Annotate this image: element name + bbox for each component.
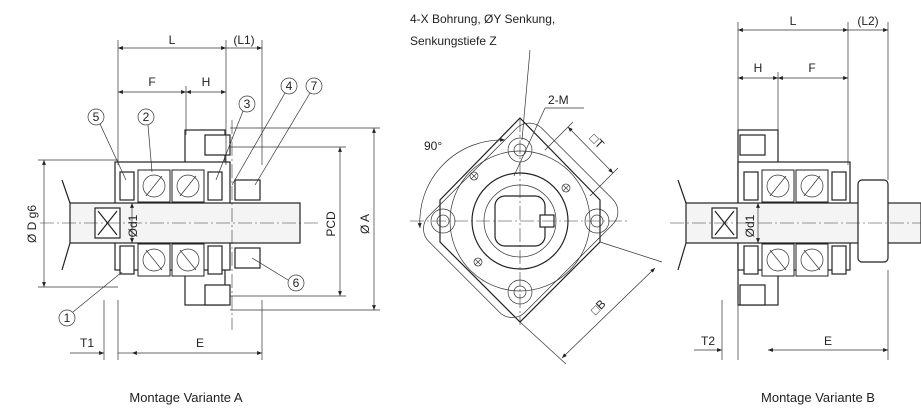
callout-3: 3 [244, 97, 251, 111]
shaft-break-a [61, 179, 71, 271]
flange-bolt-bottom-b [739, 284, 766, 306]
front-view: 90° 4-X Bohrung, ØY Senkung, Senkungstie… [410, 12, 663, 365]
dim-f-b: F [808, 61, 815, 75]
flange-bolt-top-b [739, 134, 766, 156]
collar-b [857, 179, 889, 263]
dim-h-a: H [202, 75, 211, 89]
thread-label: 2-M [548, 93, 569, 107]
bearing-top-b [761, 169, 829, 203]
view-a-callouts: 5 2 3 4 7 6 1 [58, 77, 323, 327]
shaft-break-b [677, 179, 687, 271]
caption-view-b: Montage Variante B [761, 390, 875, 405]
cover-seal-top-b [831, 171, 847, 201]
dim-t1-a: T1 [80, 336, 94, 350]
cover-seal-top-a [207, 171, 223, 201]
dim-d-a: Ø D g6 [25, 205, 39, 243]
hole-note-line2: Senkungstiefe Z [410, 34, 497, 48]
view-a-section [40, 120, 320, 330]
dim-d1-a: Ød1 [126, 214, 140, 237]
seal-top-a [119, 171, 135, 201]
view-b-dimensions: L (L2) H F Ød1 T2 E [694, 14, 889, 360]
caption-view-a: Montage Variante A [129, 390, 243, 405]
angle-label: 90° [424, 139, 442, 153]
view-b-section [670, 129, 921, 306]
dim-e-b: E [824, 334, 832, 348]
flange-bolt-bottom-a [204, 284, 231, 306]
dim-l-a: L [169, 33, 176, 47]
seal-bottom-b [743, 245, 759, 275]
bearing-bottom-b [761, 243, 829, 277]
dim-l2-b: (L2) [857, 14, 878, 28]
callout-7: 7 [311, 79, 318, 93]
view-a-dimensions: L (L1) F H Ø D g6 Ød1 PCD Ø A T1 E [25, 33, 380, 360]
seal-top-b [743, 171, 759, 201]
callout-1: 1 [64, 311, 71, 325]
dim-e-a: E [196, 336, 204, 350]
b-label: □B [588, 297, 609, 318]
callout-5: 5 [93, 110, 100, 124]
dim-l-b: L [790, 14, 797, 28]
dim-l1-a: (L1) [233, 33, 254, 47]
angle-arc [417, 137, 506, 229]
dim-h-b: H [754, 61, 763, 75]
bearing-top-a [137, 169, 205, 203]
callout-2: 2 [143, 110, 150, 124]
collar-bottom-a [234, 247, 261, 269]
callout-4: 4 [286, 79, 293, 93]
callout-6: 6 [293, 276, 300, 290]
dim-d1-b: Ød1 [743, 214, 757, 237]
dim-a-a: Ø A [358, 214, 372, 234]
dim-t2-b: T2 [701, 334, 715, 348]
cover-seal-bottom-b [831, 245, 847, 275]
dim-f-a: F [148, 75, 155, 89]
hole-note-line1: 4-X Bohrung, ØY Senkung, [410, 12, 555, 26]
collar-a [234, 179, 261, 201]
bearing-bottom-a [137, 243, 205, 277]
t-label: □T [587, 131, 608, 152]
cover-seal-bottom-a [207, 245, 223, 275]
seal-bottom-a [119, 245, 135, 275]
dim-pcd-a: PCD [324, 211, 338, 237]
